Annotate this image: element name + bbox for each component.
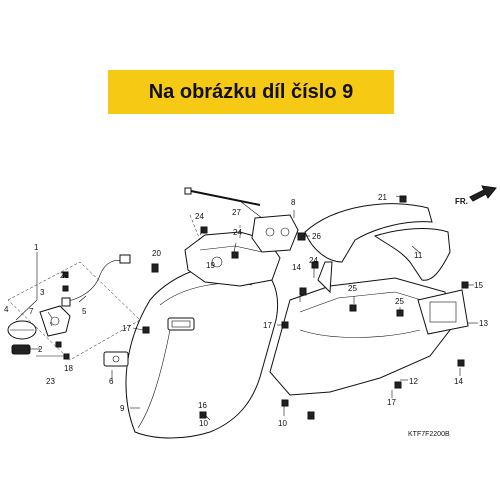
bracket-part-8	[251, 214, 299, 253]
callout-9: 9	[120, 404, 125, 413]
callout-16: 16	[198, 401, 207, 410]
callout-14b: 14	[454, 377, 463, 386]
callout-25a: 25	[348, 284, 357, 293]
callout-1: 1	[34, 243, 39, 252]
diagram-code: KTF7F2200B	[408, 431, 450, 438]
callout-3: 3	[40, 288, 45, 297]
callout-24b: 24	[233, 228, 242, 237]
leader-lines	[15, 195, 478, 421]
callout-4: 4	[4, 305, 9, 314]
callout-20: 20	[152, 249, 161, 258]
callout-22: 22	[60, 271, 69, 280]
callout-8: 8	[291, 198, 296, 207]
callout-14a: 14	[292, 263, 301, 272]
rear-fender-part-9	[125, 260, 278, 439]
callout-15: 15	[474, 281, 483, 290]
callout-10b: 10	[278, 419, 287, 428]
callout-5: 5	[82, 307, 87, 316]
callout-17c: 17	[387, 398, 396, 407]
callout-17b: 17	[263, 321, 272, 330]
front-direction-arrow: FR.	[455, 185, 497, 206]
callout-25b: 25	[395, 297, 404, 306]
callout-23: 23	[46, 377, 55, 386]
callout-7: 7	[29, 307, 34, 316]
callout-19: 19	[206, 261, 215, 270]
reflector-part-4	[7, 320, 37, 340]
callout-numbers: 1 2 3 4 5 6 7 8 9 10 10 11 12 13 14 14 1…	[4, 193, 488, 428]
callout-18: 18	[64, 364, 73, 373]
callout-12: 12	[409, 377, 418, 386]
harness-part-5	[61, 254, 131, 307]
callout-10a: 10	[199, 419, 208, 428]
upper-bracket	[184, 214, 281, 287]
callout-13: 13	[479, 319, 488, 328]
callout-6: 6	[109, 377, 114, 386]
callout-21: 21	[378, 193, 387, 202]
lens-part-2	[11, 344, 31, 355]
callout-27: 27	[232, 208, 241, 217]
callout-2: 2	[38, 345, 43, 354]
part-highlight-banner: Na obrázku díl číslo 9	[108, 70, 394, 114]
inner-fender-part-12	[269, 261, 451, 396]
bolt-part-27	[184, 187, 261, 206]
hugger-part-11	[304, 203, 451, 281]
callout-24c: 24	[309, 256, 318, 265]
banner-text: Na obrázku díl číslo 9	[148, 80, 354, 103]
callout-24a: 24	[195, 212, 204, 221]
callout-17a: 17	[122, 324, 131, 333]
socket-part-3	[39, 305, 71, 337]
direction-label: FR.	[455, 197, 468, 206]
callout-11: 11	[414, 251, 423, 260]
callout-26: 26	[312, 232, 321, 241]
plate-bracket-part-6	[103, 351, 129, 367]
bracket-part-13	[417, 289, 469, 335]
